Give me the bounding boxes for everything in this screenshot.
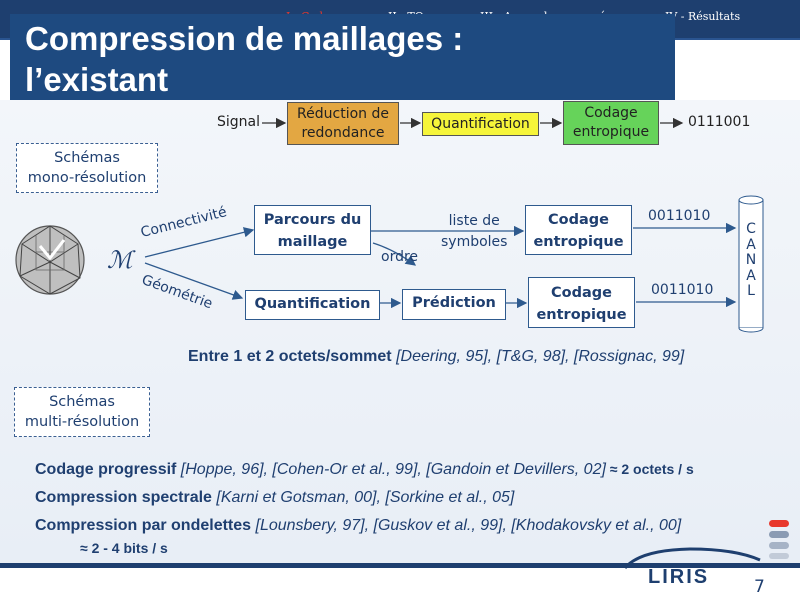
canal-letter: L (747, 283, 755, 299)
liris-logo: LIRIS (648, 566, 710, 588)
multi-label-line2: multi-résolution (24, 414, 140, 430)
mesh-sphere-icon (15, 225, 85, 295)
liste-symboles-label: liste de symboles (441, 211, 507, 253)
canal-label: C A N A L (739, 221, 763, 300)
codage-entropique-top-box: Codage entropique (525, 205, 632, 255)
mono-label-line2: mono-résolution (27, 170, 147, 186)
bits-top-label: 0011010 (648, 208, 711, 224)
page-number: 7 (754, 577, 765, 597)
progressif-rate: ≈ 2 octets / s (605, 461, 694, 477)
codage-entropique-box: Codage entropique (563, 101, 659, 145)
canal-letter: A (746, 236, 756, 253)
mono-summary-refs: [Deering, 95], [T&G, 98], [Rossignac, 99… (391, 348, 685, 365)
parcours-line2: maillage (277, 234, 348, 250)
mono-summary: Entre 1 et 2 octets/sommet [Deering, 95]… (188, 348, 684, 366)
multi-line-ondelettes: Compression par ondelettes [Lounsbery, 9… (35, 517, 681, 535)
reduction-redondance-box: Réduction de redondance (287, 102, 399, 145)
arrow-connectivity (144, 227, 255, 258)
quantification-box: Quantification (422, 112, 539, 136)
quantification-node: Quantification (245, 290, 380, 320)
section-stack-icon (769, 520, 789, 559)
progressif-bold: Codage progressif (35, 461, 177, 478)
multi-line-progressif: Codage progressif [Hoppe, 96], [Cohen-Or… (35, 461, 694, 479)
codage-entropique-bottom-box: Codage entropique (528, 277, 635, 328)
bottom-bar (0, 563, 800, 568)
pipeline-output-bits: 0111001 (688, 114, 751, 130)
codage-top-line2: entropique (533, 234, 624, 250)
slide-title: Compression de maillages : l’existant (25, 18, 665, 100)
nav-item-resultats[interactable]: IV - Résultats (665, 10, 741, 23)
arrow-geometry (144, 262, 244, 300)
canal-letter: A (746, 267, 756, 284)
pipeline-signal-label: Signal (217, 114, 261, 130)
spectrale-bold: Compression spectrale (35, 489, 212, 506)
mono-summary-bold: Entre 1 et 2 octets/sommet (188, 348, 392, 365)
bits-bottom-label: 0011010 (651, 282, 714, 298)
multi-label-line1: Schémas (49, 394, 115, 410)
mono-label-line1: Schémas (54, 150, 120, 166)
ondelettes-rate: ≈ 2 - 4 bits / s (80, 540, 168, 556)
parcours-line1: Parcours du (263, 212, 362, 228)
reduction-line2: redondance (301, 125, 385, 141)
ondelettes-refs: [Lounsbery, 97], [Guskov et al., 99], [K… (251, 517, 682, 534)
slide-title-line2: l’existant (25, 61, 169, 98)
canal-cylinder (738, 195, 764, 333)
reduction-line1: Réduction de (297, 106, 389, 122)
ordre-label: ordre (381, 249, 419, 265)
prediction-node: Prédiction (402, 289, 506, 320)
codage-bottom-line1: Codage (551, 285, 612, 301)
codage-line2: entropique (572, 124, 650, 140)
title-box (10, 14, 675, 100)
mesh-symbol: ℳ (107, 246, 133, 274)
canal-letter: N (745, 252, 757, 268)
liste-line2: symboles (441, 234, 508, 250)
arrow-ordre (372, 242, 417, 266)
parcours-maillage-box: Parcours du maillage (254, 205, 371, 255)
slide-title-line1: Compression de maillages : (25, 20, 464, 57)
spectrale-refs: [Karni et Gotsman, 00], [Sorkine et al.,… (211, 489, 515, 506)
codage-line1: Codage (584, 105, 638, 121)
liste-line1: liste de (448, 213, 500, 229)
multi-line-spectrale: Compression spectrale [Karni et Gotsman,… (35, 489, 514, 507)
mono-resolution-label-box: Schémas mono-résolution (16, 143, 158, 193)
logo-arc (623, 547, 761, 570)
codage-top-line1: Codage (548, 212, 609, 228)
codage-bottom-line2: entropique (536, 307, 627, 323)
multi-resolution-label-box: Schémas multi-résolution (14, 387, 150, 437)
canal-letter: C (746, 221, 756, 237)
progressif-refs: [Hoppe, 96], [Cohen-Or et al., 99], [Gan… (176, 461, 606, 478)
ondelettes-bold: Compression par ondelettes (35, 517, 252, 534)
